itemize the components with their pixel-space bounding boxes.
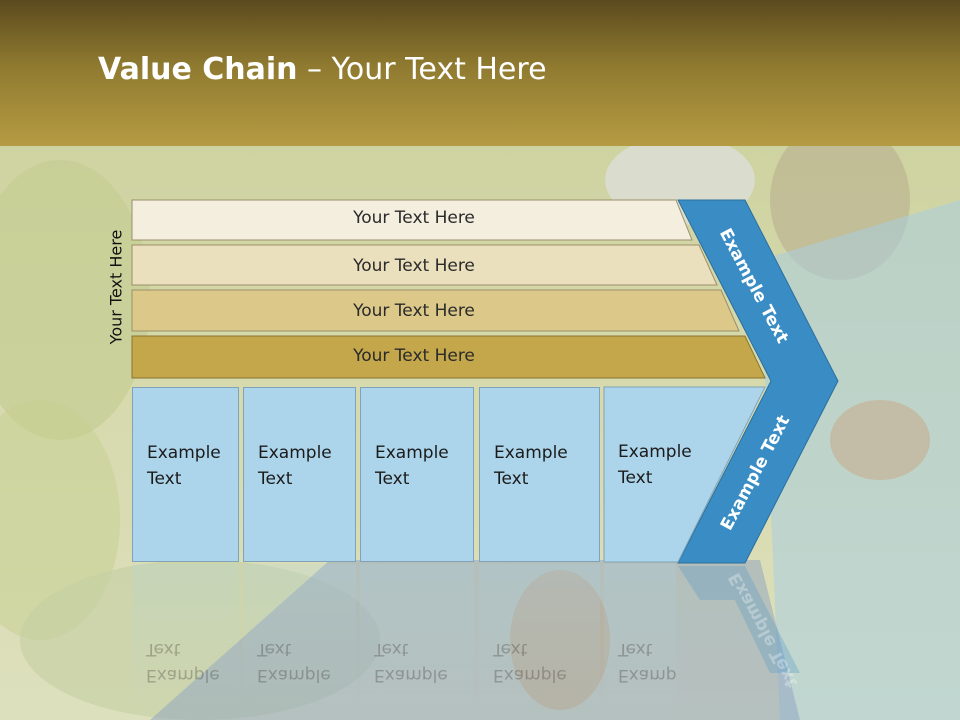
slide-title: Value Chain – Your Text Here [98,52,547,87]
box-5-reflection: Example Text [604,564,676,720]
box-3-line2: Text [375,469,410,489]
box-3-refl-line2: Text [374,639,409,659]
box-2-refl-line1: Example [257,665,331,685]
band-3-label: Your Text Here [353,301,475,321]
box-5-shape [603,386,766,563]
box-2-line1: Example [258,443,332,463]
box-3-reflection-text: Example Text [374,636,448,688]
chevron-arrow [677,199,839,564]
band-3-shape [131,289,740,332]
band-2-label: Your Text Here [353,256,475,276]
title-bar [0,0,960,146]
box-5-line1: Example [618,442,692,462]
box-4-refl-line2: Text [493,639,528,659]
title-rest: – Your Text Here [297,52,547,87]
band-4-shape [131,335,766,379]
box-5-reflection-text: Example Text [618,636,676,688]
box-4-reflection-text: Example Text [493,636,567,688]
band-1-shape [131,199,693,241]
box-1-reflection: Example Text [132,564,239,720]
title-bold: Value Chain [98,52,298,87]
box-4-line2: Text [494,469,529,489]
box-3-refl-line1: Example [374,665,448,685]
box-1-line2: Text [147,469,182,489]
box-5-refl-line2: Text [618,639,653,659]
box-2-refl-line2: Text [257,639,292,659]
box-4-refl-line1: Example [493,665,567,685]
box-1-refl-line2: Text [146,639,181,659]
box-2-reflection: Example Text [243,564,356,720]
band-4-label: Your Text Here [353,346,475,366]
side-label: Your Text Here [106,229,126,345]
box-4-reflection: Example Text [479,564,600,720]
chevron-reflection [678,566,800,673]
band-1-label: Your Text Here [353,208,475,228]
box-5-refl-line1: Example [618,665,676,685]
box-1-refl-line1: Example [146,665,220,685]
box-2-line2: Text [258,469,293,489]
box-1-reflection-text: Example Text [146,636,220,688]
box-4-line1: Example [494,443,568,463]
box-5-line2: Text [618,468,653,488]
box-3-line1: Example [375,443,449,463]
band-2-shape [131,244,718,286]
box-1-line1: Example [147,443,221,463]
box-3-reflection: Example Text [360,564,474,720]
box-2-reflection-text: Example Text [257,636,331,688]
